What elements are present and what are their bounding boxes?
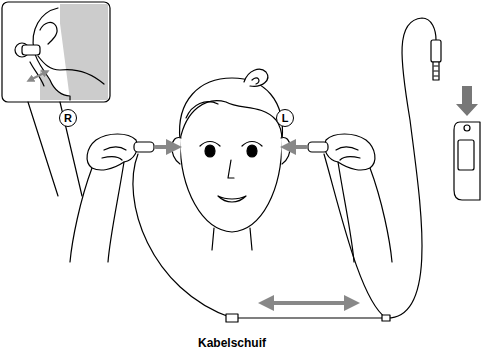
slide-arrow [266,301,352,305]
pointer-line [60,102,82,196]
callout-letter: R [64,113,72,124]
plug [431,40,441,62]
earbud [308,142,328,152]
arm [338,162,392,262]
inset-frame [2,2,110,102]
cable-slider [226,314,238,322]
cable-joint [382,315,390,321]
face [180,78,283,232]
inset-arrow [30,72,46,80]
inset-cable [38,56,104,84]
player [454,122,480,200]
pointer-line [28,102,58,196]
callout-circle: L [276,109,294,127]
ear [172,138,181,164]
insert-arrow [156,145,174,149]
plug-arrow [456,86,478,116]
nose [228,160,234,178]
arm [70,162,124,262]
callout-circle: R [59,109,77,127]
cable [133,154,232,318]
mouth [218,196,246,202]
callout-letter: L [282,113,289,124]
ponytail-bow [244,69,268,86]
eye [247,145,257,157]
cable [324,154,386,318]
jack [464,125,470,131]
ear [281,138,290,164]
cable [232,317,386,318]
earbud [134,142,154,152]
eye [205,145,215,157]
part-name: Kabelschuif [196,336,268,350]
hand [87,134,137,170]
hand [325,134,375,170]
insert-arrow [288,145,306,149]
hair [180,101,282,140]
cable [386,18,436,318]
